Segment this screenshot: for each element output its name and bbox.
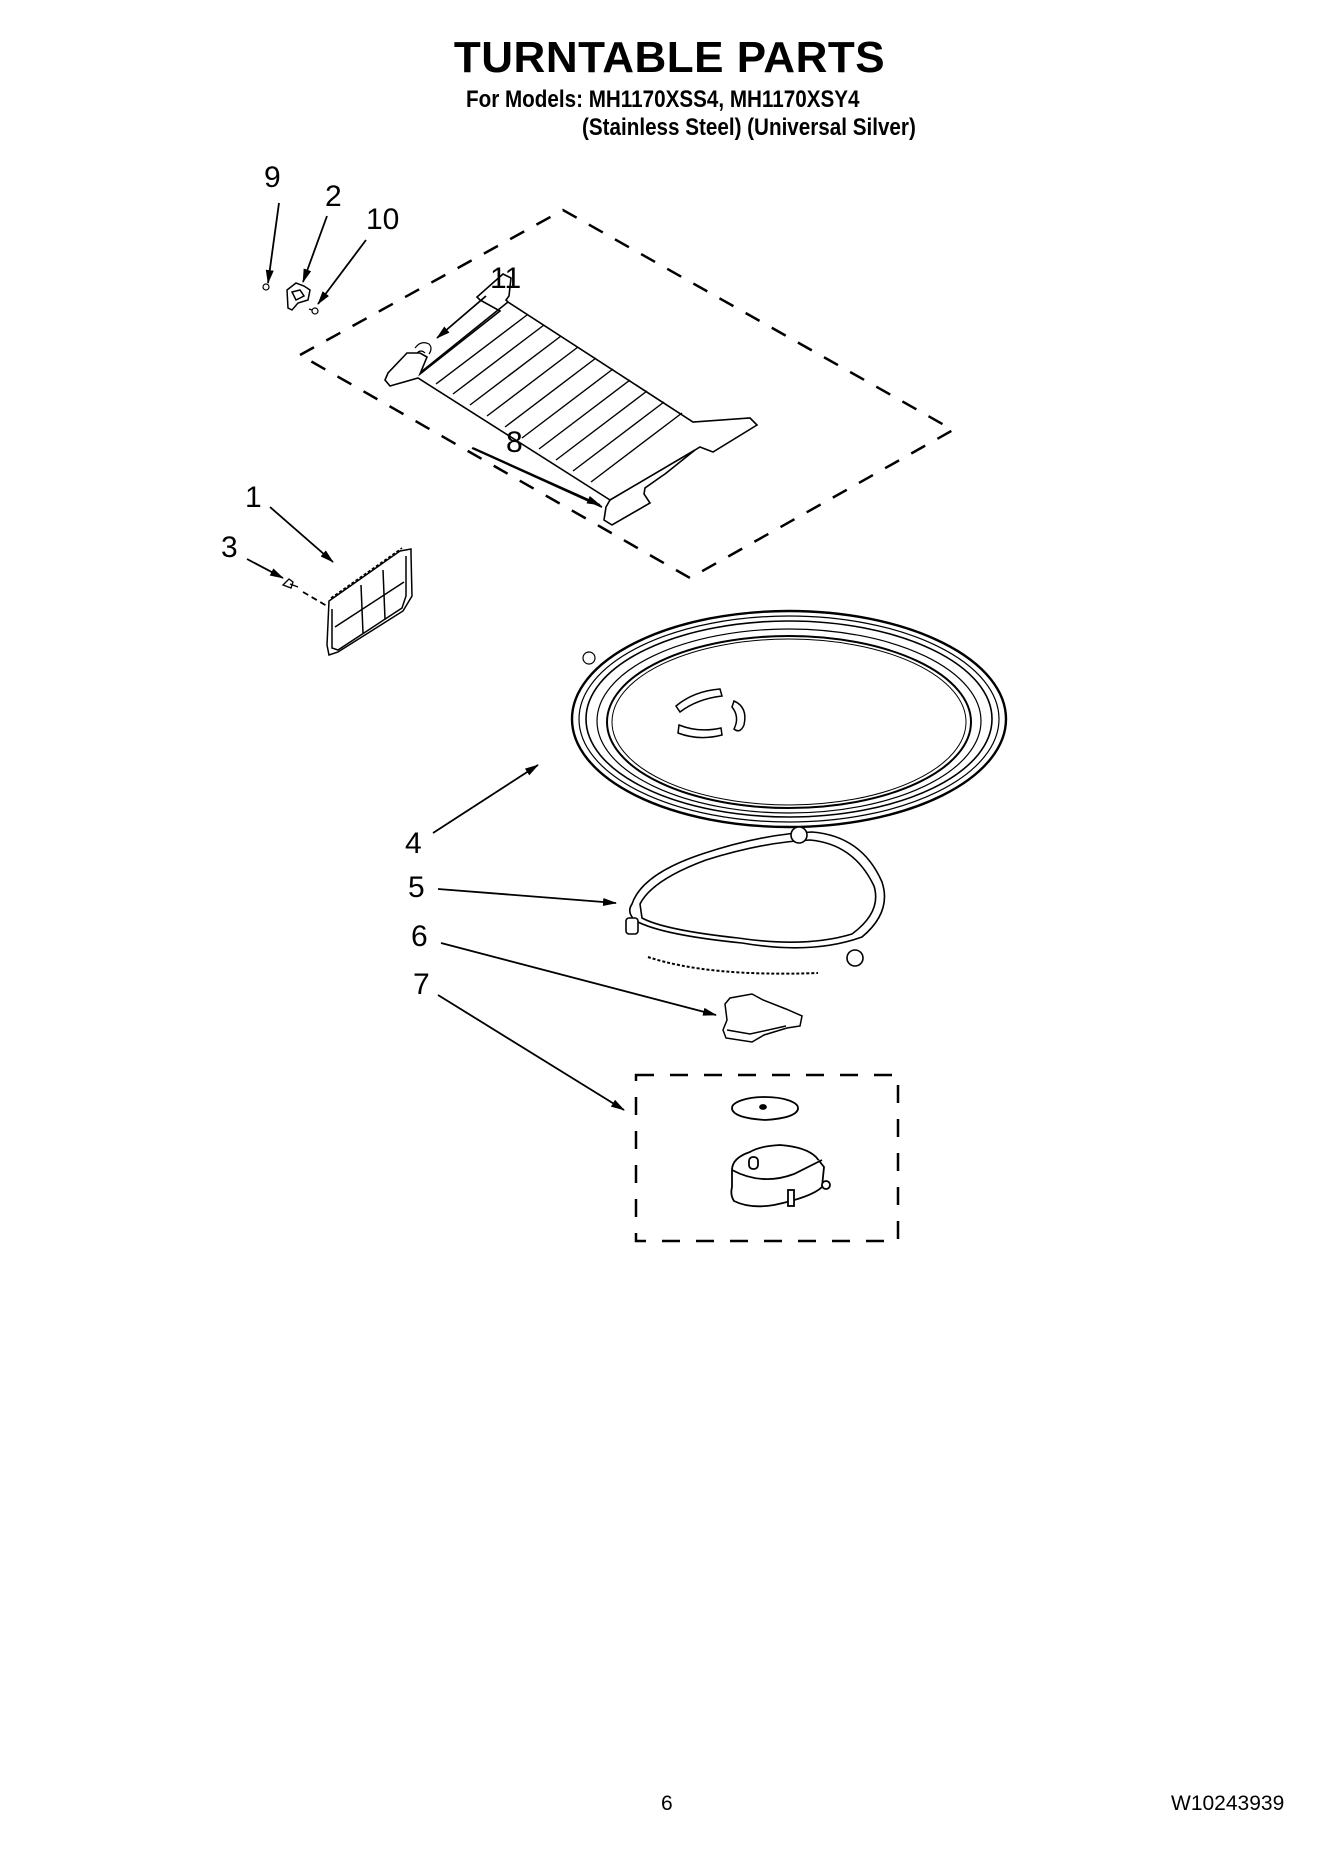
part-6-coupler-icon bbox=[722, 993, 803, 1043]
part-8-wire-rack-icon bbox=[384, 273, 759, 526]
callout-5: 5 bbox=[408, 871, 425, 904]
models-line: For Models: MH1170XSS4, MH1170XSY4 bbox=[466, 86, 860, 113]
callout-4: 4 bbox=[405, 827, 422, 860]
leader-lines bbox=[246, 202, 717, 1111]
page-number: 6 bbox=[661, 1792, 673, 1815]
page-title: TURNTABLE PARTS bbox=[453, 33, 886, 82]
part-9-screw-icon bbox=[262, 283, 270, 291]
part-4-turntable-tray-icon bbox=[570, 609, 1008, 829]
callout-2: 2 bbox=[325, 180, 342, 213]
part-10-screw-icon bbox=[308, 307, 319, 315]
callout-9: 9 bbox=[264, 161, 281, 194]
finish-line: (Stainless Steel) (Universal Silver) bbox=[582, 114, 916, 141]
callout-8: 8 bbox=[506, 426, 523, 459]
callout-6: 6 bbox=[411, 920, 428, 953]
part-3-screw-icon bbox=[281, 578, 299, 589]
callout-3: 3 bbox=[221, 531, 238, 564]
part-1-cover-plate-icon bbox=[326, 547, 413, 656]
callout-1: 1 bbox=[245, 481, 262, 514]
callout-7: 7 bbox=[413, 968, 430, 1001]
motor-kit-boundary bbox=[634, 1073, 900, 1243]
document-number: W10243939 bbox=[1171, 1792, 1285, 1815]
callout-11: 11 bbox=[490, 262, 522, 295]
part-5-roller-support-icon bbox=[625, 826, 886, 975]
part-2-bracket-icon bbox=[286, 282, 311, 311]
part-7-motor-assembly-icon bbox=[730, 1096, 831, 1208]
callout-10: 10 bbox=[366, 203, 400, 236]
rack-kit-boundary bbox=[297, 208, 956, 580]
